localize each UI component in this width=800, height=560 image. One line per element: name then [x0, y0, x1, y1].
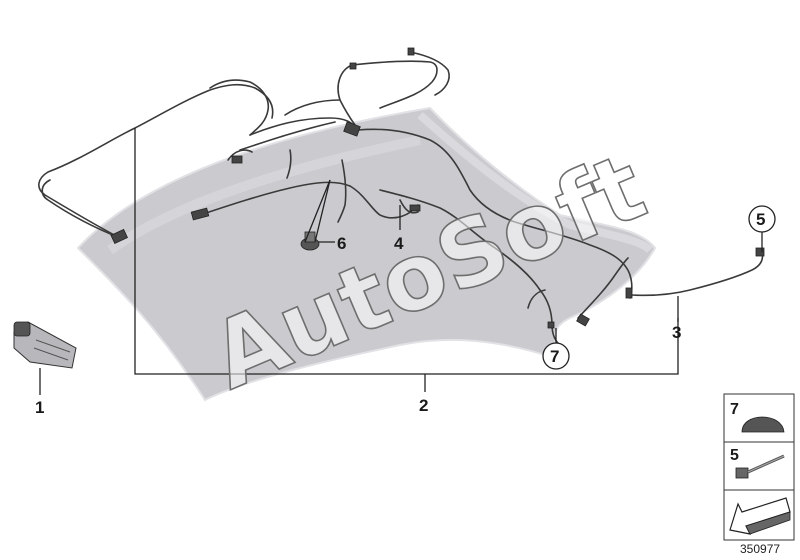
- callout-circle-7: [542, 342, 570, 370]
- harness-connectors: [110, 47, 765, 329]
- legend-item-5-label: 5: [730, 447, 739, 464]
- callout-part-7: 7: [550, 347, 559, 366]
- diagram-id: 350977: [740, 542, 780, 556]
- callout-part-1: 1: [35, 398, 44, 417]
- leader-lines: [39, 128, 763, 395]
- legend-panel: 7 5: [723, 393, 795, 541]
- legend-item-7-label: 7: [730, 401, 739, 418]
- callout-part-2: 2: [419, 396, 428, 415]
- callout-part-4: 4: [394, 234, 404, 253]
- callouts: 1 2 3 4 6 5 7: [35, 205, 776, 417]
- callout-part-5: 5: [756, 210, 765, 229]
- callout-part-3: 3: [672, 323, 681, 342]
- module-part-1: [13, 321, 77, 369]
- connector-terminal-icon: [735, 454, 785, 479]
- grommet-cap-icon: [741, 416, 785, 433]
- callout-circle-5: [748, 205, 776, 233]
- callout-part-6: 6: [337, 234, 346, 253]
- arrow-symbol-icon: [729, 497, 791, 535]
